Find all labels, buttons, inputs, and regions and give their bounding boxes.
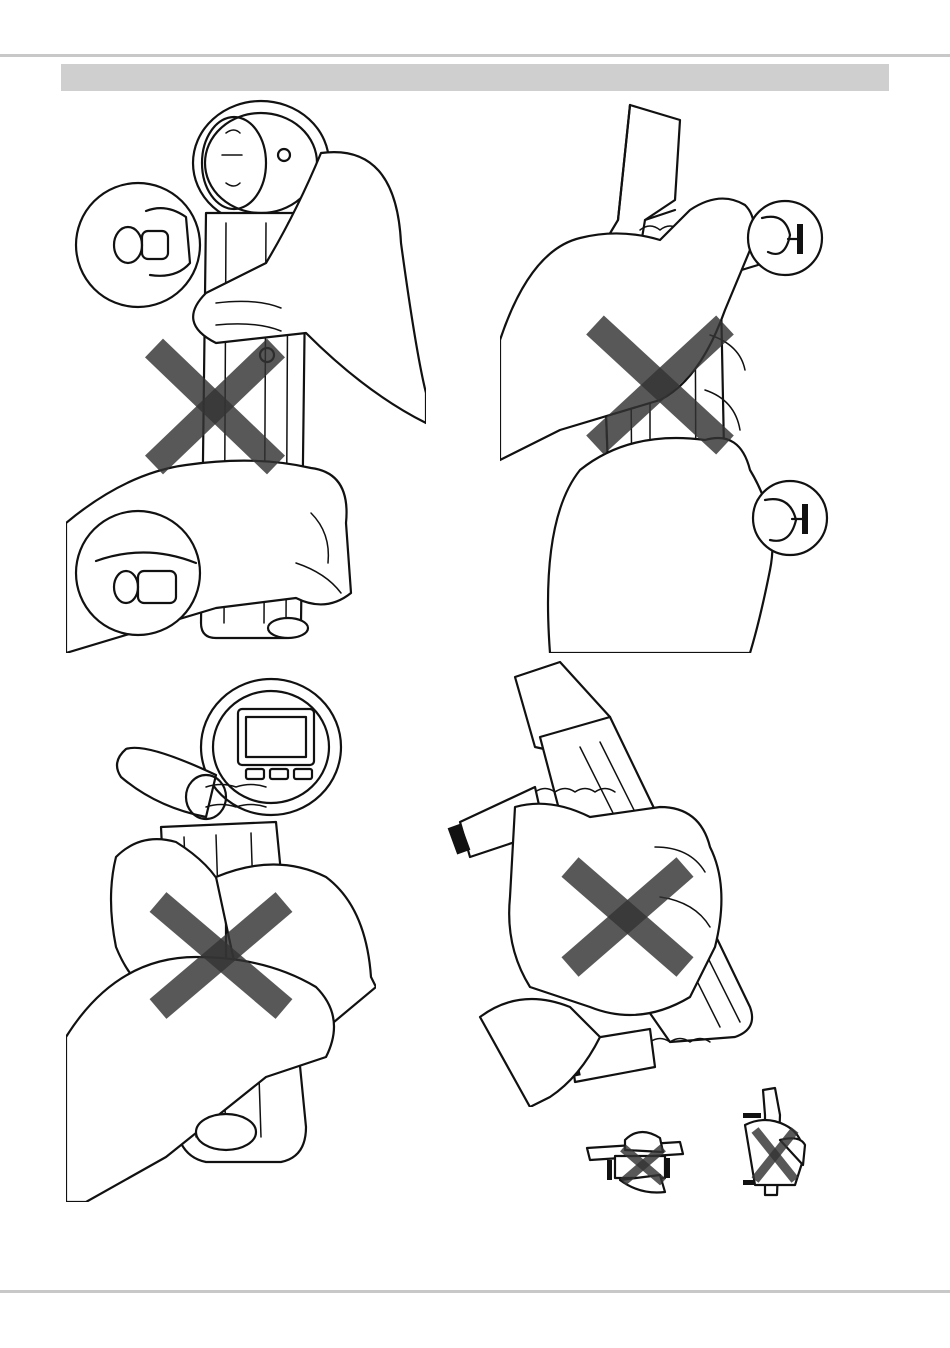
bottom-rule [0,1290,950,1293]
figure-incorrect-grip-side [500,100,840,653]
dynamometer-front-illustration [66,93,426,653]
dynamometer-display-illustration [66,657,376,1202]
dynamometer-side-illustration [500,100,840,653]
figure-incorrect-grip-front [66,93,426,653]
figure-incorrect-grip-tilted [440,657,770,1107]
thumbnail-vertical-grip [735,1085,810,1198]
header-bar [61,64,889,91]
top-rule [0,54,950,57]
dynamometer-tilted-illustration [440,657,770,1107]
thumbnail-horizontal-grip [585,1120,685,1198]
figure-incorrect-grip-display [66,657,376,1202]
